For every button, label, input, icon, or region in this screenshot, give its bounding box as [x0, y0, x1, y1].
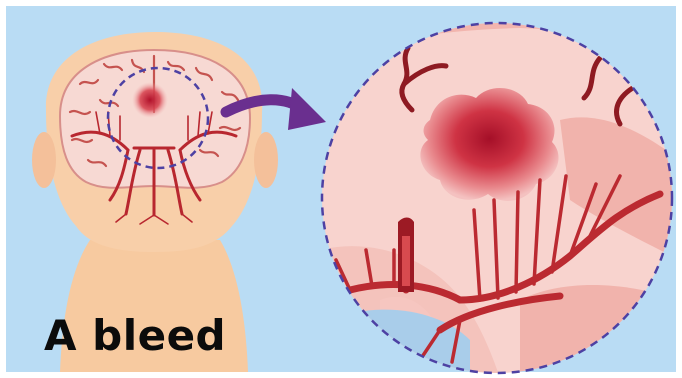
caption-label: A bleed — [44, 312, 226, 360]
small-bleed — [132, 82, 168, 118]
